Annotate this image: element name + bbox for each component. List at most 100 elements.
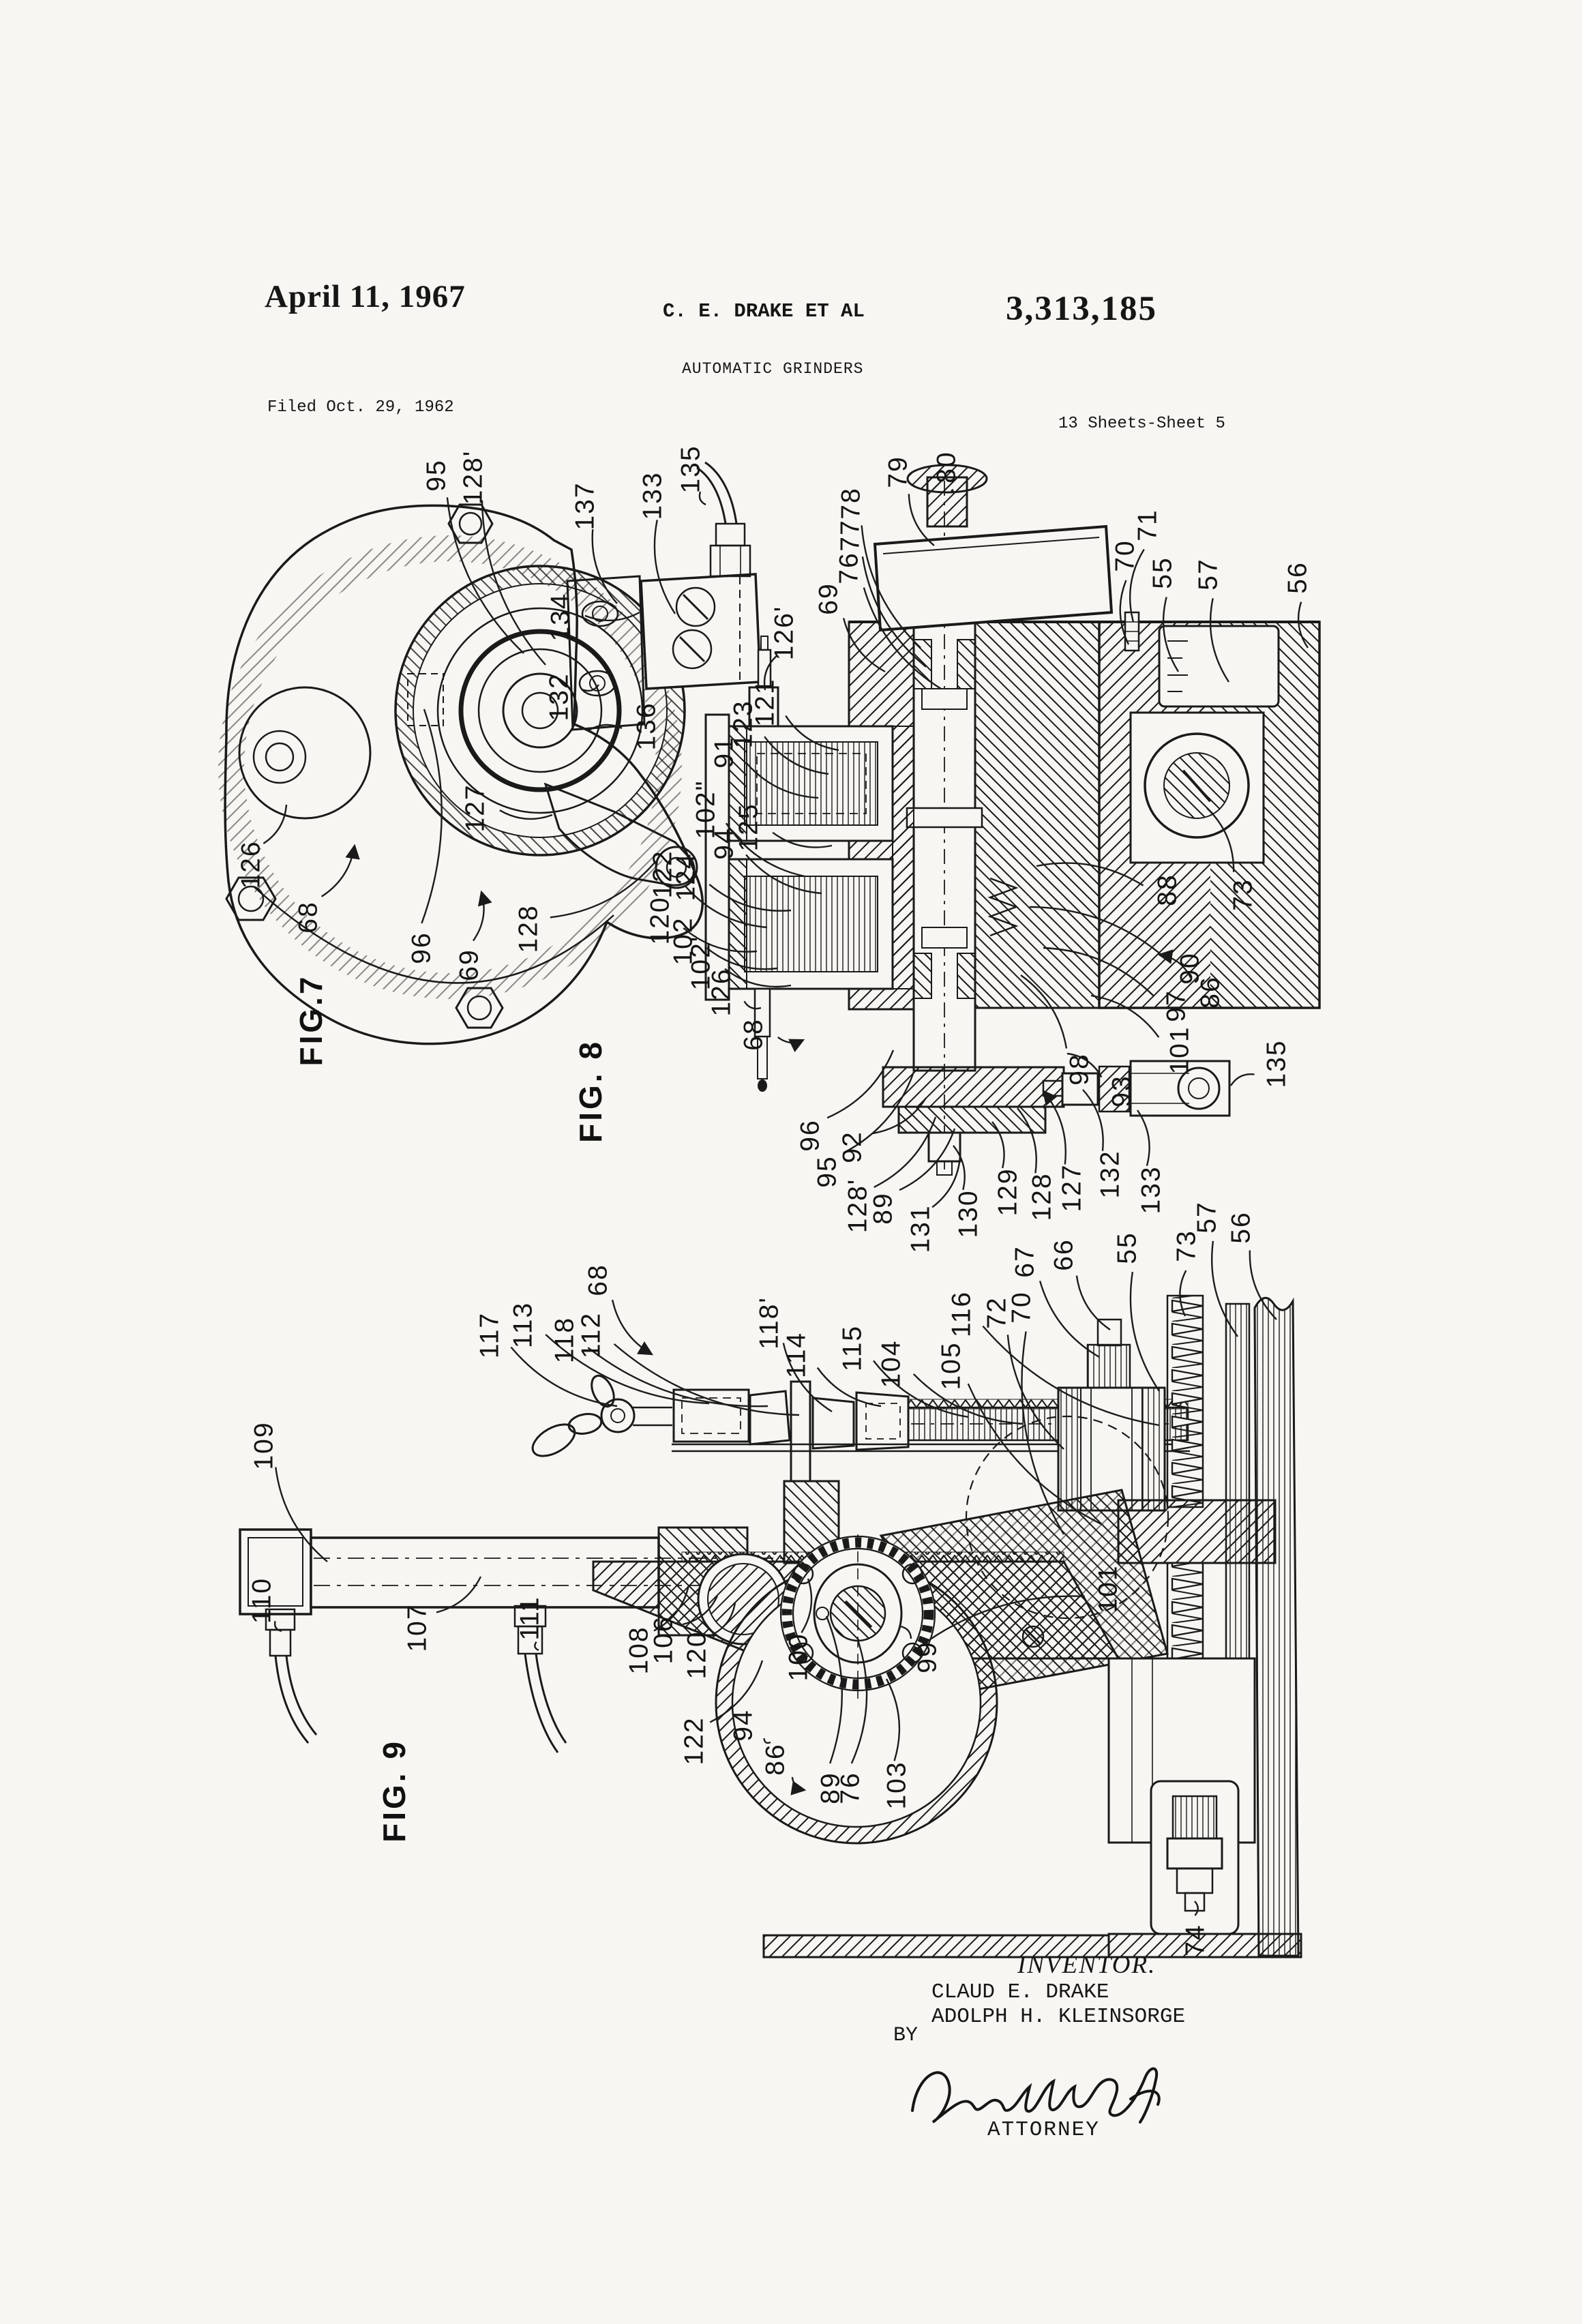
leader-fig9-99 <box>899 1625 912 1639</box>
leader-fig8-70 <box>1119 580 1130 645</box>
ref-label-fig9-112: 112 <box>576 1311 606 1359</box>
ref-label-fig9-86: 86 <box>760 1743 790 1776</box>
ref-label-fig7-96: 96 <box>406 932 436 964</box>
leader-fig7-69 <box>472 890 492 942</box>
ref-label-fig9-67: 67 <box>1010 1245 1040 1278</box>
inventor-name-2: ADOLPH H. KLEINSORGE <box>931 2005 1186 2029</box>
ref-label-fig9-70: 70 <box>1006 1291 1036 1324</box>
leader-fig8-128 <box>1017 1107 1037 1174</box>
inventor-caption: INVENTOR. <box>1017 1951 1156 1979</box>
ref-label-fig8-131: 131 <box>906 1204 936 1253</box>
ref-label-fig8-122: 122 <box>648 850 678 899</box>
ref-label-fig9-113: 113 <box>508 1301 538 1349</box>
ref-label-fig9-76: 76 <box>835 1772 865 1804</box>
leader-fig7-127 <box>499 809 553 820</box>
ref-label-fig8-127: 127 <box>1057 1163 1087 1212</box>
filed-date: Filed Oct. 29, 1962 <box>267 398 454 417</box>
patent-title: AUTOMATIC GRINDERS <box>682 360 864 378</box>
leader-fig8-96 <box>826 1049 895 1119</box>
leader-fig9-103 <box>885 1678 901 1761</box>
leader-fig9-73 <box>1179 1270 1187 1317</box>
leader-fig8-78 <box>861 525 921 649</box>
leader-fig8-88 <box>1036 862 1144 887</box>
ref-label-fig7-134: 134 <box>546 593 576 642</box>
leader-fig8-126 <box>763 655 777 691</box>
leader-fig9-100 <box>801 1578 813 1633</box>
ref-label-fig8-77: 77 <box>835 519 865 552</box>
ref-label-fig9-74: 74 <box>1180 1924 1210 1956</box>
leader-fig8-98 <box>1020 974 1068 1049</box>
leader-fig8-76 <box>863 587 942 690</box>
leader-fig8-124 <box>708 884 792 912</box>
ref-label-fig9-120: 120 <box>682 1630 712 1680</box>
ref-label-fig7-128: 128 <box>513 904 543 953</box>
ref-label-fig9-111: 111 <box>515 1596 545 1641</box>
leader-fig7-96 <box>421 709 443 924</box>
leader-fig9-76 <box>850 1639 868 1764</box>
leader-fig9-101 <box>914 1595 1085 1651</box>
leader-fig9-74 <box>1194 1901 1199 1916</box>
leader-fig9-89 <box>825 1615 843 1764</box>
ref-label-fig9-55: 55 <box>1112 1232 1142 1264</box>
ref-label-fig8-88: 88 <box>1152 874 1182 906</box>
ref-label-fig8-132: 132 <box>1095 1150 1125 1199</box>
leader-fig8-133 <box>1137 1109 1150 1166</box>
ref-label-fig7-128-prime: 128' <box>458 449 488 505</box>
ref-label-fig8-92: 92 <box>837 1131 867 1163</box>
leader-fig9-116 <box>982 1325 1160 1427</box>
leader-fig9-117 <box>510 1346 618 1407</box>
ref-label-fig8-95: 95 <box>812 1155 842 1188</box>
fig9-caption: FIG. 9 <box>376 1739 412 1843</box>
leader-fig8-56 <box>1297 601 1309 649</box>
ref-label-fig8-76: 76 <box>834 552 864 584</box>
leader-fig9-113 <box>545 1334 710 1405</box>
leader-fig8-102 <box>725 822 805 878</box>
fig7-drawing <box>218 461 762 1045</box>
ref-label-fig8-133: 133 <box>1136 1165 1166 1215</box>
leader-fig9-94 <box>763 1738 771 1744</box>
leader-fig9-55 <box>1129 1271 1160 1392</box>
leader-fig9-72 <box>1006 1335 1064 1450</box>
ref-label-fig8-128: 128 <box>1027 1172 1057 1221</box>
ref-label-fig8-80: 80 <box>931 451 961 483</box>
ref-label-fig7-137: 137 <box>570 481 600 531</box>
ref-label-fig8-73: 73 <box>1228 878 1258 911</box>
attorney-signature <box>911 2067 1161 2124</box>
ref-label-fig8-91: 91 <box>709 736 739 769</box>
leader-fig7-133 <box>653 520 676 614</box>
ref-label-fig8-128-prime: 128' <box>843 1178 873 1234</box>
ref-label-fig8-126-prime: 126' <box>769 605 799 661</box>
ref-label-fig8-56: 56 <box>1283 561 1313 594</box>
ref-label-fig7-95: 95 <box>421 459 451 492</box>
ref-label-fig9-117: 117 <box>475 1311 505 1359</box>
leader-fig8-126 <box>743 1000 762 1010</box>
by-label: BY <box>893 2024 919 2047</box>
ref-label-fig8-69: 69 <box>814 582 844 615</box>
ref-label-fig7-132: 132 <box>544 672 574 721</box>
leader-fig8-102 <box>724 968 792 988</box>
leader-fig9-105 <box>967 1383 1102 1525</box>
leader-fig8-128 <box>874 1116 937 1189</box>
inventor-line: C. E. DRAKE ET AL <box>663 300 865 323</box>
fig7-caption: FIG.7 <box>293 974 329 1067</box>
patent-number: 3,313,185 <box>1006 290 1157 328</box>
ref-label-fig9-106: 106 <box>648 1615 678 1665</box>
leader-fig9-111 <box>534 1641 539 1652</box>
ref-label-fig7-68: 68 <box>293 901 323 934</box>
leader-fig9-108 <box>653 1585 690 1632</box>
inventor-name-1: CLAUD E. DRAKE <box>931 1980 1109 2004</box>
ref-label-fig9-104: 104 <box>876 1339 906 1388</box>
leader-fig8-93 <box>1066 1052 1103 1078</box>
leader-fig7-134 <box>584 611 640 622</box>
ref-label-fig9-103: 103 <box>882 1761 912 1810</box>
leader-fig8-121 <box>785 715 839 751</box>
leader-fig9-68 <box>611 1299 654 1356</box>
ref-label-fig9-99: 99 <box>912 1641 942 1673</box>
ref-label-fig8-71: 71 <box>1133 509 1163 541</box>
ref-label-fig8-89: 89 <box>868 1192 898 1225</box>
ref-label-fig7-135: 135 <box>676 445 706 494</box>
leader-fig8-90 <box>1029 906 1168 961</box>
ref-label-fig7-127: 127 <box>460 784 490 833</box>
